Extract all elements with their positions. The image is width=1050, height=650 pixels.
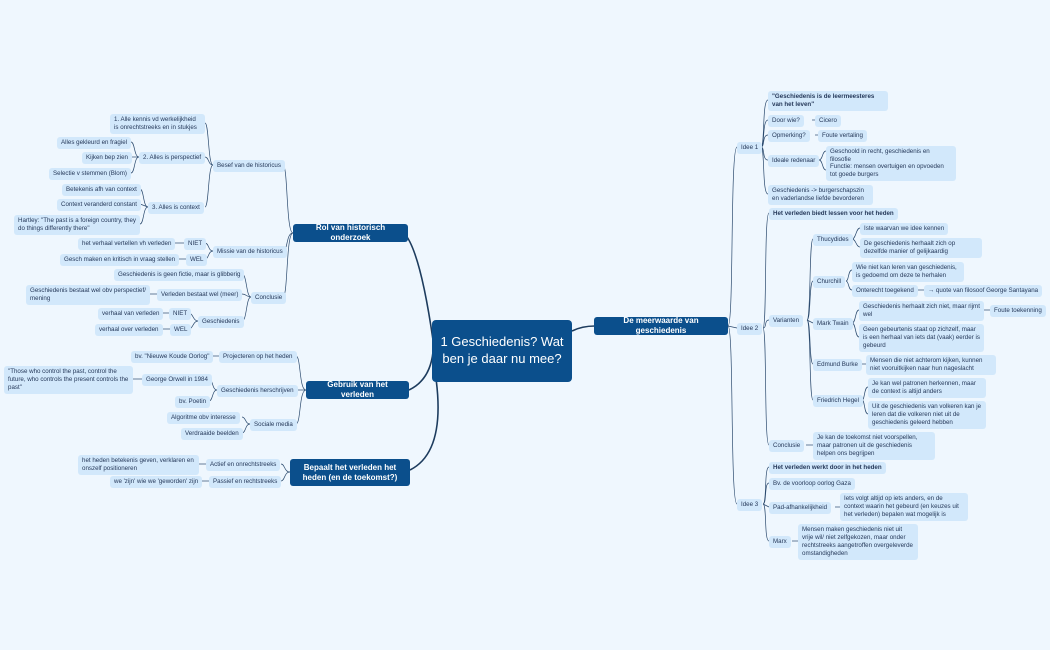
thucydides-2[interactable]: De geschiedenis herhaalt zich op dezelfd… <box>860 238 982 259</box>
idee1-foute-vertaling[interactable]: Foute vertaling <box>818 130 867 143</box>
twain-1b[interactable]: Foute toekenning <box>990 305 1046 318</box>
burke-1[interactable]: Mensen die niet achterom kijken, kunnen … <box>866 355 996 376</box>
besef-3b[interactable]: Context veranderd constant <box>57 199 142 212</box>
idee3-heading[interactable]: Het verleden werkt door in het heden <box>769 462 886 475</box>
besef-1[interactable]: 1. Alle kennis vd werkelijkheid is onrec… <box>110 114 205 135</box>
idee3-marx-text[interactable]: Mensen maken geschiedenis niet uit vrije… <box>798 524 918 561</box>
idee1-burgerschap[interactable]: Geschiedenis -> burgerschapszin en vader… <box>768 185 873 206</box>
conclusie-3-niet[interactable]: NIET <box>169 308 192 321</box>
conclusie-1[interactable]: Geschiedenis is geen fictie, maar is gli… <box>114 269 245 282</box>
variant-churchill[interactable]: Churchill <box>813 276 846 289</box>
actief-text[interactable]: het heden betekenis geven, verklaren en … <box>78 455 199 476</box>
conclusie-2a[interactable]: Geschiedenis bestaat wel obv perspectief… <box>26 285 150 306</box>
conclusie[interactable]: Conclusie <box>251 292 287 305</box>
missie-niet-text[interactable]: het verhaal vertellen vh verleden <box>78 238 176 251</box>
twain-2[interactable]: Geen gebeurtenis staat op zichzelf, maar… <box>859 324 984 353</box>
conclusie-3[interactable]: Geschiedenis <box>198 316 244 329</box>
idee2-varianten[interactable]: Varianten <box>769 315 804 328</box>
idee1-opmerking[interactable]: Opmerking? <box>768 130 810 143</box>
orwell-quote[interactable]: "Those who control the past, control the… <box>4 366 133 395</box>
idee-2[interactable]: Idee 2 <box>737 323 763 336</box>
passief[interactable]: Passief en rechtstreeks <box>209 476 282 489</box>
besef-2c[interactable]: Selectie v stemmen (Blom) <box>49 168 131 181</box>
missie-niet[interactable]: NIET <box>184 238 207 251</box>
besef-3a[interactable]: Betekenis afh van context <box>62 184 141 197</box>
idee2-conclusie[interactable]: Conclusie <box>769 440 805 453</box>
conclusie-3-niet-text[interactable]: verhaal van verleden <box>98 308 164 321</box>
conclusie-3-wel-text[interactable]: verhaal over verleden <box>95 324 163 337</box>
missie-wel-text[interactable]: Gesch maken en kritisch in vraag stellen <box>60 254 180 267</box>
projecteren-1[interactable]: bv. "Nieuwe Koude Oorlog" <box>131 351 214 364</box>
variant-friedrich-hegel[interactable]: Friedrich Hegel <box>813 395 863 408</box>
thucydides-1[interactable]: Iste waarvan we idee kennen <box>860 223 949 236</box>
besef-2b[interactable]: Kijken bep zien <box>82 152 132 165</box>
idee3-pad-text[interactable]: Iets volgt altijd op iets anders, en de … <box>840 493 968 522</box>
conclusie-3-wel[interactable]: WEL <box>170 324 192 337</box>
projecteren[interactable]: Projecteren op het heden <box>219 351 297 364</box>
idee2-conclusie-text[interactable]: Je kan de toekomst niet voorspellen, maa… <box>813 432 935 461</box>
topic-bepaalt-verleden-heden[interactable]: Bepaalt het verleden het heden (en de to… <box>290 459 410 486</box>
missie-wel[interactable]: WEL <box>186 254 208 267</box>
topic-rol-historisch-onderzoek[interactable]: Rol van historisch onderzoek <box>293 223 408 242</box>
hegel-2[interactable]: Uit de geschiedenis van volkeren kan je … <box>868 401 986 430</box>
orwell[interactable]: George Orwell in 1984 <box>142 374 212 387</box>
missie-historicus[interactable]: Missie van de historicus <box>213 246 287 259</box>
topic-meerwaarde[interactable]: De meerwaarde van geschiedenis <box>594 316 728 335</box>
sociale-media[interactable]: Sociale media <box>250 419 297 432</box>
verdraaide-beelden[interactable]: Verdraaide beelden <box>181 428 243 441</box>
idee-3[interactable]: Idee 3 <box>737 499 763 512</box>
besef-3c[interactable]: Hartley: "The past is a foreign country,… <box>14 215 140 236</box>
idee1-functie[interactable]: Functie: mensen overtuigen en opvoeden t… <box>826 161 956 182</box>
churchill-1[interactable]: Wie niet kan leren van geschiedenis, is … <box>852 262 964 283</box>
poetin[interactable]: bv. Poetin <box>175 396 211 409</box>
actief[interactable]: Actief en onrechtstreeks <box>206 459 281 472</box>
herschrijven[interactable]: Geschiedenis herschrijven <box>217 385 298 398</box>
idee1-quote[interactable]: "Geschiedenis is de leermeesteres van he… <box>768 91 888 112</box>
idee-1[interactable]: Idee 1 <box>737 142 763 155</box>
besef-2a[interactable]: Alles gekleurd en fragiel <box>57 137 132 150</box>
conclusie-2[interactable]: Verleden bestaat wel (meer) <box>157 289 243 302</box>
besef-2[interactable]: 2. Alles is perspectief <box>139 152 206 165</box>
idee1-door-wie[interactable]: Door wie? <box>768 115 804 128</box>
topic-gebruik-verleden[interactable]: Gebruik van het verleden <box>306 380 409 399</box>
variant-edmund-burke[interactable]: Edmund Burke <box>813 359 862 372</box>
twain-1[interactable]: Geschiedenis herhaalt zich niet, maar ri… <box>859 301 984 322</box>
variant-mark-twain[interactable]: Mark Twain <box>813 318 853 331</box>
idee3-gaza[interactable]: Bv. de voorloop oorlog Gaza <box>769 478 855 491</box>
idee2-heading[interactable]: Het verleden biedt lessen voor het heden <box>769 208 898 221</box>
passief-text[interactable]: we 'zijn' wie we 'geworden' zijn <box>110 476 203 489</box>
idee3-marx[interactable]: Marx <box>769 536 791 549</box>
besef-3[interactable]: 3. Alles is context <box>148 202 204 215</box>
churchill-2[interactable]: Onterecht toegekend <box>852 285 918 298</box>
idee1-ideale-redenaar[interactable]: Ideale redenaar <box>768 155 820 168</box>
central-topic[interactable]: 1 Geschiedenis? Wat ben je daar nu mee? <box>432 320 572 382</box>
besef-historicus[interactable]: Besef van de historicus <box>213 160 285 173</box>
churchill-3[interactable]: → quote van filosoof George Santayana <box>924 285 1043 298</box>
hegel-1[interactable]: Je kan wel patronen herkennen, maar de c… <box>868 378 986 399</box>
variant-thucydides[interactable]: Thucydides <box>813 234 853 247</box>
idee1-cicero[interactable]: Cicero <box>815 115 841 128</box>
idee3-pad-afhankelijkheid[interactable]: Pad-afhankelijkheid <box>769 502 832 515</box>
algoritme[interactable]: Algoritme obv interesse <box>167 412 240 425</box>
